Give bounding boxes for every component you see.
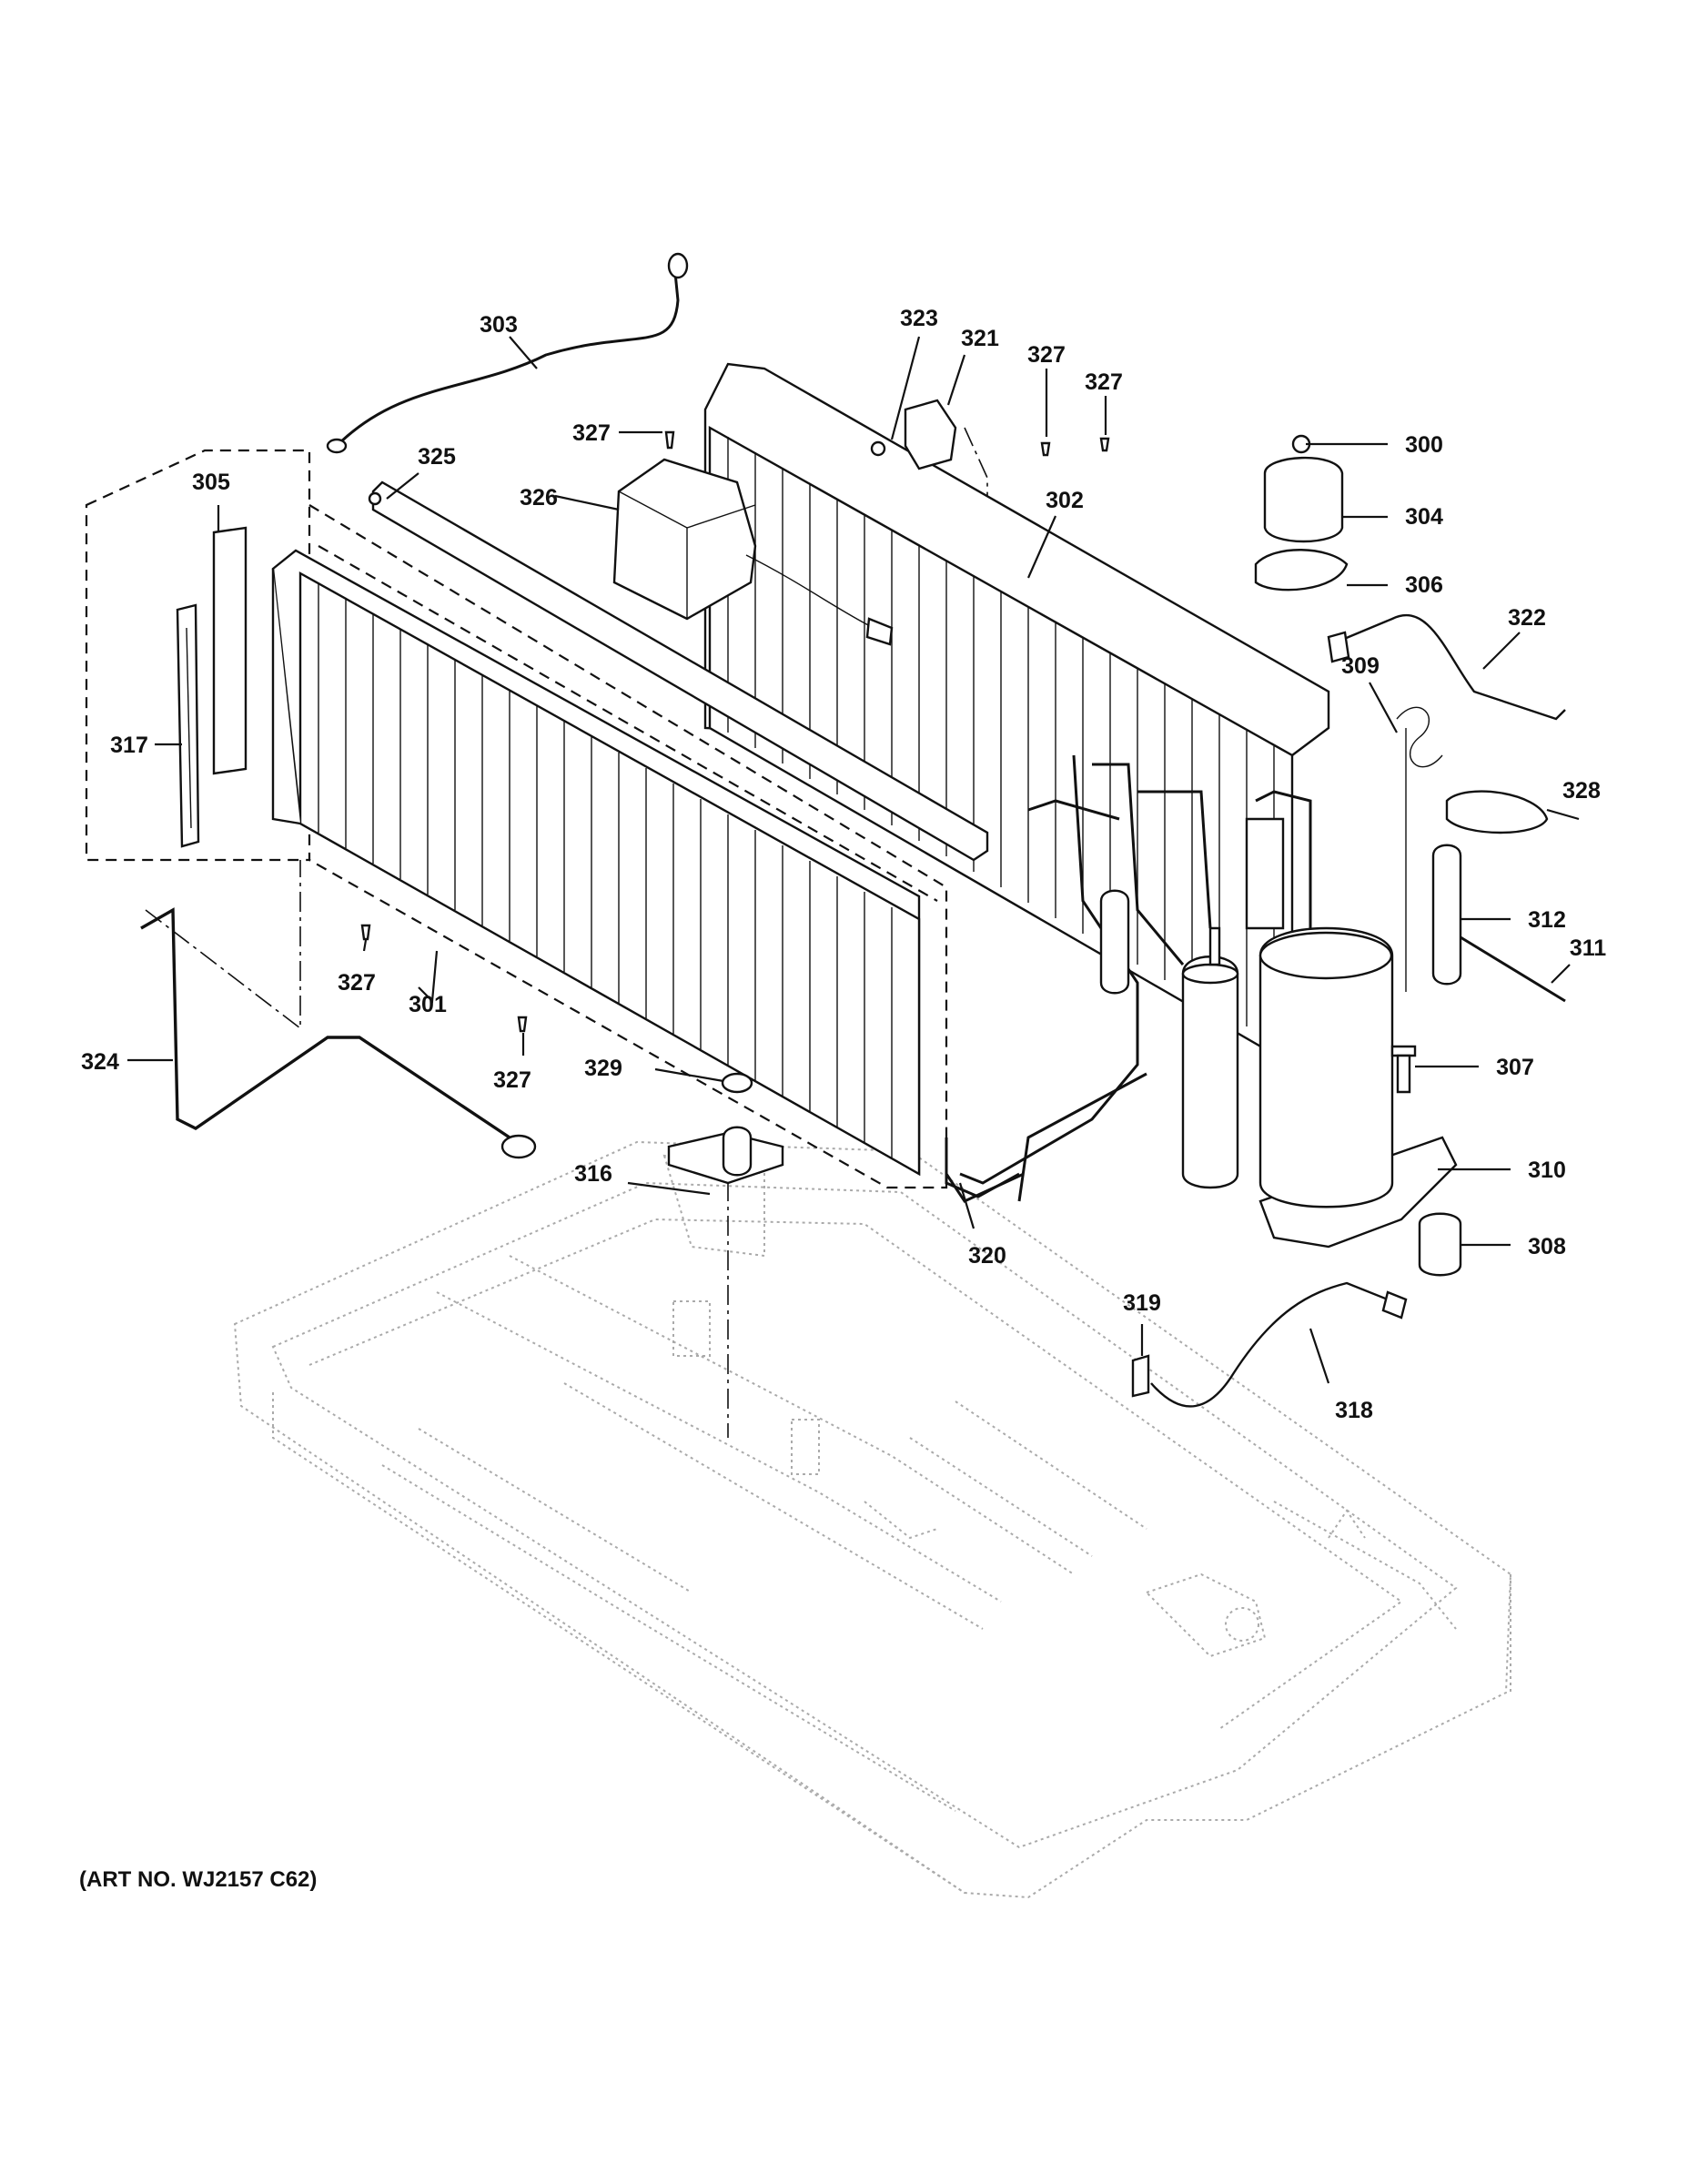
callout-312: 312	[1528, 907, 1566, 933]
nut-323	[870, 440, 886, 457]
callout-307: 307	[1496, 1055, 1534, 1080]
callout-318: 318	[1335, 1398, 1373, 1423]
callout-306: 306	[1405, 572, 1443, 598]
drain-tube-324	[140, 907, 537, 1159]
leader-lines	[127, 336, 1580, 1384]
callout-316: 316	[574, 1161, 612, 1187]
callout-labels: 300 301 302 303 304 305 306 307 308 309 …	[81, 306, 1606, 1423]
insulation-305	[212, 526, 248, 775]
callout-327-d: 327	[338, 970, 376, 996]
callout-323: 323	[900, 306, 938, 331]
callout-327-c: 327	[1085, 369, 1123, 395]
base-pan-ghost	[233, 1140, 1512, 1899]
strainer-312	[1431, 844, 1462, 986]
washer-329	[721, 1072, 753, 1094]
terminal-cover-304	[1263, 456, 1344, 543]
callout-305: 305	[192, 470, 230, 495]
callout-300: 300	[1405, 432, 1443, 458]
callout-302: 302	[1046, 488, 1084, 513]
art-number: (ART NO. WJ2157 C62)	[79, 1867, 318, 1892]
callout-301: 301	[409, 992, 447, 1017]
screws-327	[360, 430, 1110, 1033]
capacitor-321	[904, 399, 957, 470]
control-box-326	[612, 458, 894, 646]
tube-311	[1460, 935, 1566, 1003]
callout-324: 324	[81, 1049, 119, 1075]
callout-320: 320	[968, 1243, 1006, 1269]
gasket-306	[1254, 549, 1349, 592]
condenser-coil-301	[271, 549, 921, 1177]
callout-317: 317	[110, 733, 148, 758]
callout-308: 308	[1528, 1234, 1566, 1259]
shroud-325	[368, 480, 989, 862]
callout-329: 329	[584, 1056, 622, 1081]
sensor-harness-318	[1150, 1281, 1408, 1408]
grommet-308	[1418, 1212, 1462, 1277]
compressor-310	[1181, 926, 1458, 1249]
bracket-319	[1131, 1354, 1150, 1398]
callout-326: 326	[520, 485, 558, 511]
wire-harness-322	[1327, 613, 1566, 721]
callout-327-a: 327	[572, 420, 611, 446]
callout-321: 321	[961, 326, 999, 351]
insulator-328	[1445, 790, 1549, 834]
callout-325: 325	[418, 444, 456, 470]
callout-310: 310	[1528, 1158, 1566, 1183]
callout-309: 309	[1341, 653, 1380, 679]
callout-311: 311	[1570, 935, 1606, 961]
thermostat-316	[667, 1126, 784, 1185]
callout-304: 304	[1405, 504, 1443, 530]
callout-327-e: 327	[493, 1067, 531, 1093]
callout-328: 328	[1562, 778, 1601, 804]
callout-319: 319	[1123, 1290, 1161, 1316]
capillary-309	[1396, 706, 1443, 992]
callout-327-b: 327	[1027, 342, 1066, 368]
evaporator-coil-302	[703, 362, 1330, 1067]
bracket-317	[176, 603, 200, 848]
callout-322: 322	[1508, 605, 1546, 631]
ground-wire-303	[326, 252, 689, 454]
bolt-307	[1390, 1045, 1417, 1094]
callout-303: 303	[480, 312, 518, 338]
